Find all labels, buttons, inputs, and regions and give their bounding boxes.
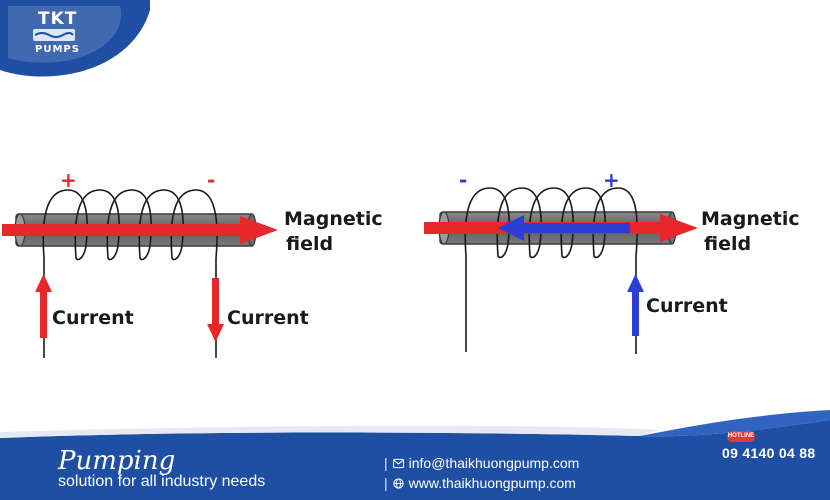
- website-contact[interactable]: | www.thaikhuongpump.com: [384, 475, 576, 491]
- left-magnetic-field-label-2: field: [286, 233, 334, 255]
- email-text: info@thaikhuongpump.com: [408, 455, 580, 471]
- right-solenoid: [424, 187, 698, 354]
- left-field-arrow-shaft: [2, 224, 242, 236]
- right-field-arrow-head: [660, 214, 698, 242]
- right-plus-sign: +: [603, 168, 620, 192]
- left-plus-sign: +: [60, 168, 77, 192]
- left-solenoid: [2, 189, 278, 358]
- reverse-arrow-head: [498, 215, 524, 241]
- footer-band: [0, 410, 830, 500]
- right-magnetic-field-label-1: Magnetic: [701, 208, 800, 230]
- left-current-arrow-head: [35, 274, 52, 292]
- blue-current-arrow-head: [627, 274, 644, 292]
- left-minus-sign: -: [207, 168, 216, 192]
- left-coil: [42, 189, 218, 261]
- hotline-badge: HOTLINE: [727, 431, 755, 442]
- left-current-arrow-shaft: [40, 290, 47, 338]
- right-magnetic-field-label-2: field: [704, 233, 752, 255]
- hotline-phone-number[interactable]: 09 4140 04 88: [722, 445, 816, 461]
- right-current-label: Current: [227, 307, 309, 329]
- reverse-arrow-shaft: [520, 223, 630, 233]
- globe-icon: [393, 477, 404, 489]
- blue-current-arrow-shaft: [632, 290, 639, 336]
- left-current-label: Current: [52, 307, 134, 329]
- left-magnetic-field-label-1: Magnetic: [284, 208, 383, 230]
- mail-icon: [392, 458, 404, 468]
- logo-shape: [0, 0, 150, 77]
- website-text: www.thaikhuongpump.com: [408, 475, 576, 491]
- tagline-text: solution for all industry needs: [58, 473, 266, 490]
- right-coil: [464, 187, 638, 259]
- right-current-arrow-head: [207, 324, 224, 342]
- pumping-script-text: Pumping: [58, 446, 176, 476]
- right-current-arrow-shaft: [212, 278, 219, 326]
- logo-text-pumps: PUMPS: [35, 44, 80, 55]
- left-field-arrow-head: [240, 216, 278, 244]
- logo-text-tkt: TKT: [38, 9, 78, 29]
- right-minus-sign: -: [459, 168, 468, 192]
- email-contact[interactable]: | info@thaikhuongpump.com: [384, 455, 580, 471]
- blue-current-label: Current: [646, 295, 728, 317]
- tkt-pumps-logo: TKT PUMPS: [0, 0, 150, 80]
